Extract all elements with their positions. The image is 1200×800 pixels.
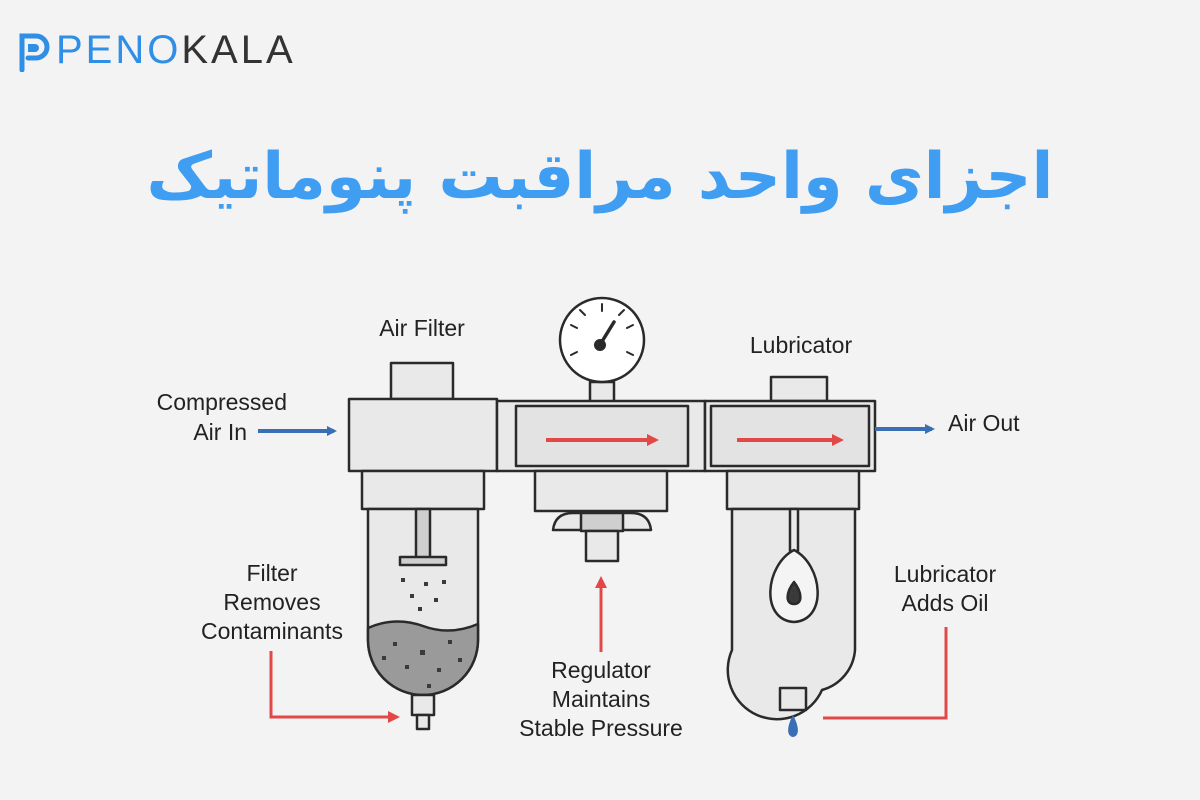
filter-removes-line1: Filter [246, 560, 297, 586]
logo-text-dark: KALA [181, 28, 296, 72]
air-filter-unit [347, 361, 499, 731]
sediment-area [366, 620, 480, 697]
oil-drop-icon [786, 580, 802, 606]
logo-text-blue: PENO [56, 28, 182, 72]
page-title: اجزای واحد مراقبت پنوماتیک [146, 140, 1054, 214]
filter-removes-line2: Removes [223, 589, 320, 615]
water-drop-icon [788, 715, 798, 737]
regulator-line1: Regulator [551, 657, 651, 683]
lubricator-adds-line2: Adds Oil [902, 590, 989, 616]
filter-callout-arrow [269, 651, 400, 723]
air-out-label: Air Out [948, 410, 1020, 436]
regulator-line3: Stable Pressure [519, 715, 683, 741]
filter-removes-line3: Contaminants [201, 618, 343, 644]
logo-p-icon [19, 33, 50, 72]
regulator-unit [495, 296, 707, 563]
lubricator-callout-line [823, 627, 948, 720]
compressed-label-line1: Compressed [157, 389, 287, 415]
lubricator-unit [703, 375, 877, 721]
compressed-label-line2: Air In [193, 419, 247, 445]
regulator-line2: Maintains [552, 686, 650, 712]
lubricator-adds-line1: Lubricator [894, 561, 997, 587]
lubricator-label: Lubricator [750, 332, 853, 358]
contaminant-particles [382, 578, 462, 688]
air-filter-label: Air Filter [379, 315, 465, 341]
